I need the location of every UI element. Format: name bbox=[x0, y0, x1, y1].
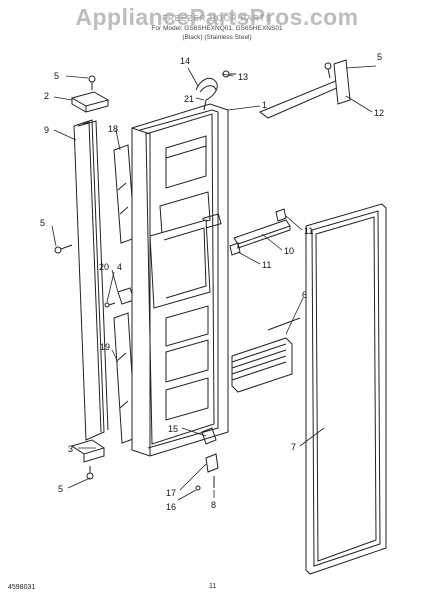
part-3-bottom-bracket bbox=[70, 439, 106, 463]
callout-2: 2 bbox=[44, 91, 49, 101]
callout-3: 3 bbox=[68, 444, 73, 454]
part-13-screw bbox=[222, 70, 236, 78]
part-2-hinge-bracket bbox=[70, 91, 110, 113]
callout-5-top-left: 5 bbox=[54, 71, 59, 81]
part-5-screw-top-right bbox=[324, 62, 332, 79]
part-11-clip-upper bbox=[275, 208, 287, 222]
part-16-washer bbox=[195, 485, 201, 491]
callout-14: 14 bbox=[180, 56, 190, 66]
callout-4: 4 bbox=[117, 262, 122, 272]
callout-6: 6 bbox=[302, 290, 307, 300]
reference-code: 4598031 bbox=[8, 584, 36, 591]
color-line: (Black) (Stainless Steel) bbox=[182, 34, 252, 41]
page-number: 11 bbox=[209, 583, 217, 590]
part-17-bushing bbox=[205, 453, 219, 473]
part-6-door-bin bbox=[231, 317, 301, 393]
part-1-door-liner bbox=[131, 103, 229, 457]
callout-5-bottom-left: 5 bbox=[58, 484, 63, 494]
callout-16: 16 bbox=[166, 502, 176, 512]
part-12-top-trim bbox=[258, 59, 351, 119]
callout-11-lower: 11 bbox=[262, 260, 271, 270]
callout-5-mid-left: 5 bbox=[40, 218, 45, 228]
part-18-upper-panel bbox=[113, 144, 136, 244]
part-15-bottom-hinge bbox=[201, 427, 217, 445]
callout-1: 1 bbox=[262, 100, 267, 110]
callout-12: 12 bbox=[374, 108, 384, 118]
part-5-screw-bottom-left bbox=[86, 466, 94, 480]
callout-15: 15 bbox=[168, 424, 178, 434]
part-5-screw-top-left bbox=[88, 75, 96, 90]
part-11-clip-lower bbox=[229, 242, 241, 256]
part-9-left-trim bbox=[73, 119, 109, 441]
callout-10: 10 bbox=[284, 246, 294, 256]
leader-lines bbox=[51, 65, 377, 501]
callout-20: 20 bbox=[99, 262, 109, 272]
part-7-door-gasket bbox=[305, 203, 387, 575]
callout-9: 9 bbox=[44, 125, 49, 135]
model-line: For Model: GS6SHEXNQ01, GS6SHEXNS01 bbox=[151, 25, 283, 32]
callout-5-top-right: 5 bbox=[377, 52, 382, 62]
callout-labels: 5 2 9 5 18 14 21 13 1 5 12 11 10 11 6 7 … bbox=[40, 52, 384, 512]
callout-13: 13 bbox=[238, 72, 248, 82]
watermark: AppliancePartsPros.com bbox=[75, 4, 359, 30]
callout-7: 7 bbox=[291, 442, 296, 452]
callout-19: 19 bbox=[100, 342, 110, 352]
part-5-screw-mid-left bbox=[54, 244, 73, 254]
diagram-title: FREEZER DOOR PARTS bbox=[162, 14, 272, 23]
callout-21: 21 bbox=[184, 94, 194, 104]
callout-11-upper: 11 bbox=[304, 226, 313, 236]
part-14-wire-harness bbox=[195, 77, 218, 111]
part-10-shelf-rail bbox=[233, 219, 291, 249]
callout-17: 17 bbox=[166, 488, 176, 498]
callout-18: 18 bbox=[108, 124, 118, 134]
part-20-pin bbox=[104, 302, 116, 308]
callout-8: 8 bbox=[211, 500, 216, 510]
